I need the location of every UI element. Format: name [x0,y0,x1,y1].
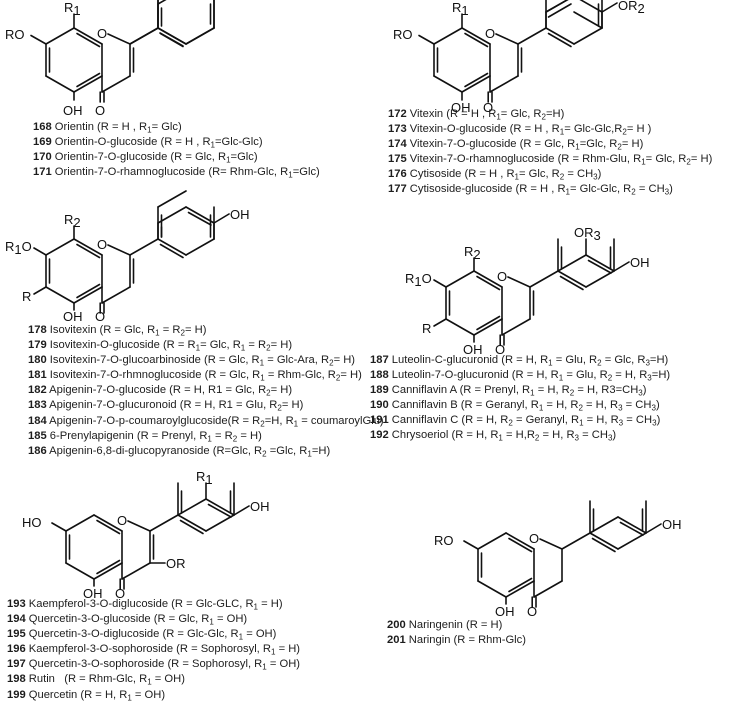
legend-row-175: 175 Vitexin-7-O-rhamnoglucoside (R = Rhm… [388,153,713,167]
label-carbonyl-O: O [95,309,105,324]
legend-row-191: 191 Canniflavin C (R = H, R2 = Geranyl, … [370,414,661,428]
legend-row-169: 169 Orientin-O-glucoside (R = H , R1=Glc… [33,136,263,150]
legend-row-183: 183 Apigenin-7-O-glucuronoid (R = H, R1 … [28,399,304,413]
label-OH-5: OH [63,103,83,118]
legend-row-195: 195 Quercetin-3-O-diglucoside (R = Glc-G… [7,628,277,642]
label-OH-5: OH [463,342,483,357]
legend-row-178: 178 Isovitexin (R = Glc, R1 = R2= H) [28,324,207,338]
legend-orientin: 168 Orientin (R = H , R1= Glc) 169 Orien… [33,120,320,180]
label-OH-5: OH [451,100,471,115]
legend-isovitexin: 178 Isovitexin (R = Glc, R1 = R2= H) 179… [28,323,384,459]
label-RO: RO [393,27,413,42]
label-OH-5: OH [83,586,103,601]
structure-isovitexin: R1O R2 R OH O O [0,190,285,324]
legend-row-199: 199 Quercetin (R = H, R1 = OH) [7,688,166,702]
legend-row-180: 180 Isovitexin-7-O-glucoarbinoside (R = … [28,354,356,368]
label-R1-bring: R1 [196,469,213,487]
structure-orientin: RO R1 OH O O [0,0,230,118]
legend-row-176: 176 Cytisoside (R = H , R1= Glc, R2 = CH… [388,168,602,182]
structure-kaempferol-bring-top: OH R1 [150,467,320,532]
label-R1: R1 [452,0,469,18]
structure-luteolin: R1O R2 R OH O O [400,238,690,357]
label-OH-4prime: OH [630,255,650,270]
legend-luteolin: 187 Luteolin-C-glucuronid (R = H, R1 = G… [370,353,670,444]
label-OH-5: OH [63,309,83,324]
legend-row-189: 189 Canniflavin A (R = Prenyl, R1 = H, R… [370,384,647,398]
label-OR2: OR2 [618,0,645,16]
structure-luteolin-bring-top: OH OR3 [530,225,695,289]
legend-row-198: 198 Rutin (R = Rhm-Glc, R1 = OH) [7,673,185,687]
label-ring-O: O [497,269,507,284]
legend-row-172: 172 Vitexin (R = H , R1= Glc, R2=H) [388,108,565,122]
legend-row-190: 190 Canniflavin B (R = Geranyl, R1 = H, … [370,399,660,413]
legend-row-187: 187 Luteolin-C-glucuronid (R = H, R1 = G… [370,354,669,368]
structure-orientin-bring: x [120,0,260,70]
label-OR-3: OR [166,556,186,571]
legend-row-193: 193 Kaempferol-3-O-diglucoside (R = Glc-… [7,598,283,612]
legend-row-192: 192 Chrysoeriol (R = H, R1 = H,R2 = H, R… [370,429,617,443]
label-R1O: R1O [405,271,432,289]
label-carbonyl-O: O [527,604,537,619]
label-OH-4prime: OH [230,207,250,222]
legend-row-168: 168 Orientin (R = H , R1= Glc) [33,121,182,135]
label-RO: RO [5,27,25,42]
structure-naringenin: RO OH O O [432,500,692,619]
legend-row-174: 174 Vitexin-7-O-glucoside (R = Glc, R1=G… [388,138,644,152]
legend-row-171: 171 Orientin-7-O-rhamnoglucoside (R= Rhm… [33,166,320,180]
label-carbonyl-O: O [495,342,505,357]
label-carbonyl-O: O [115,586,125,601]
label-ring-O: O [529,531,539,546]
legend-row-173: 173 Vitexin-O-glucoside (R = H , R1= Glc… [388,123,652,137]
label-R1: R1 [64,0,81,18]
legend-row-182: 182 Apigenin-7-O-glucoside (R = H, R1 = … [28,384,293,398]
label-R1O: R1O [5,239,32,257]
label-OR3: OR3 [574,225,601,243]
legend-row-185: 185 6-Prenylapigenin (R = Prenyl, R1 = R… [28,429,262,443]
legend-row-201: 201 Naringin (R = Rhm-Glc) [387,634,526,647]
legend-row-177: 177 Cytisoside-glucoside (R = H , R1= Gl… [388,183,673,197]
label-carbonyl-O: O [483,100,493,115]
label-R2: R2 [464,244,481,262]
structure-isovitexin-bring-top: OH [130,203,290,258]
legend-row-186: 186 Apigenin-6,8-di-glucopyranoside (R=G… [28,444,331,458]
legend-row-170: 170 Orientin-7-O-glucoside (R = Glc, R1=… [33,151,258,165]
label-OH-5: OH [495,604,515,619]
label-ring-O: O [97,237,107,252]
legend-row-197: 197 Quercetin-3-O-sophoroside (R = Sopho… [7,658,301,672]
label-OH-4prime: OH [250,499,270,514]
label-OH-4prime: OH [662,517,682,532]
label-ring-O: O [97,26,107,41]
legend-row-196: 196 Kaempferol-3-O-sophoroside (R = Soph… [7,643,301,657]
structure-kaempferol: HO OH O O OR [20,482,300,601]
label-ring-O: O [117,513,127,528]
structure-naringenin-bring-top: OH [562,491,727,551]
label-HO-7: HO [22,515,42,530]
legend-row-184: 184 Apigenin-7-O-p-coumaroylglucoside(R … [28,414,384,428]
label-ring-O: O [485,26,495,41]
legend-row-179: 179 Isovitexin-O-glucoside (R = R1= Glc,… [28,339,293,353]
legend-row-200: 200 Naringenin (R = H) [387,619,503,631]
label-carbonyl-O: O [95,103,105,118]
structure-vitexin-bring-top: OR2 [518,0,678,50]
legend-kaempferol: 193 Kaempferol-3-O-diglucoside (R = Glc-… [7,597,300,703]
label-RO-7: RO [434,533,454,548]
structure-vitexin: RO R1 OH O O [388,0,678,115]
label-R2: R2 [64,212,81,230]
legend-row-194: 194 Quercetin-3-O-glucoside (R = Glc, R1… [7,613,248,627]
legend-row-188: 188 Luteolin-7-O-glucuronid (R = H, R1 =… [370,369,671,383]
legend-naringenin: 200 Naringenin (R = H) 201 Naringin (R =… [387,618,526,648]
legend-row-181: 181 Isovitexin-7-O-rhmnoglucoside (R = G… [28,369,362,383]
label-R6: R [22,289,31,304]
legend-vitexin: 172 Vitexin (R = H , R1= Glc, R2=H) 173 … [388,107,712,198]
label-R6: R [422,321,431,336]
